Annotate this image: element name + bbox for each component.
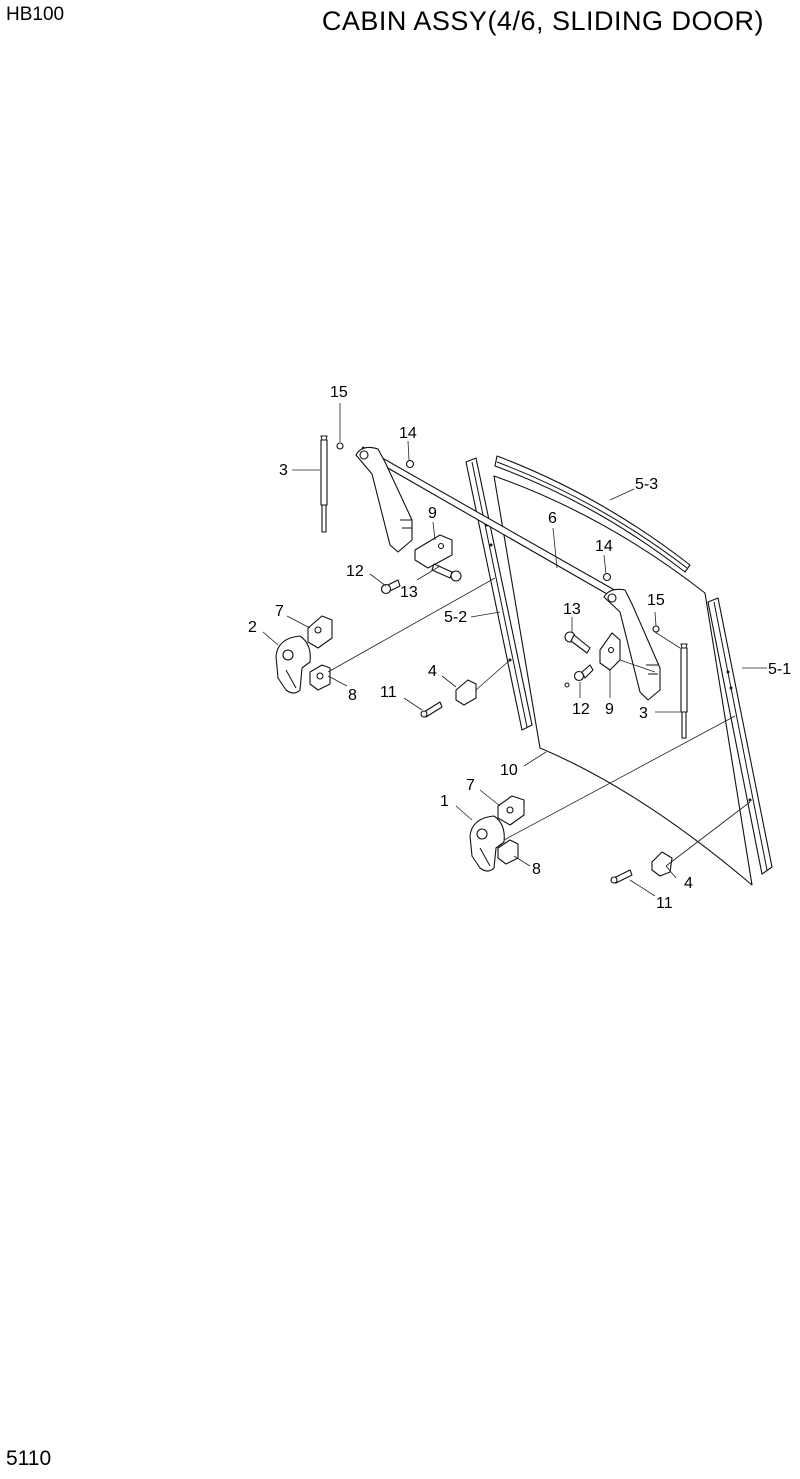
callout-10: 10 <box>500 762 518 779</box>
ring-15-left <box>336 442 344 450</box>
callout-14-right: 14 <box>595 538 613 555</box>
right-rail-part <box>707 597 773 875</box>
callout-4-upper: 4 <box>428 663 437 680</box>
callout-12-left: 12 <box>346 563 364 580</box>
bracket-9-right <box>599 632 621 671</box>
callout-9-right: 9 <box>605 701 614 718</box>
gas-strut-right-part <box>680 643 688 739</box>
callout-6: 6 <box>548 510 557 527</box>
gas-strut-left-part <box>320 435 328 533</box>
upper-rail-part <box>494 455 691 573</box>
stopper-4-upper <box>455 679 477 706</box>
callout-12-right: 12 <box>572 701 590 718</box>
latch-2-part <box>275 635 311 694</box>
bolt-12-left <box>380 579 401 595</box>
bolt-13-right <box>564 631 591 654</box>
screw-11-upper <box>420 701 443 718</box>
callout-13-left: 13 <box>400 584 418 601</box>
callout-9-left: 9 <box>428 505 437 522</box>
stopper-4-lower <box>651 851 673 877</box>
callout-13-right: 13 <box>563 601 581 618</box>
nut-14-right <box>602 572 612 582</box>
callout-1: 1 <box>440 793 449 810</box>
plate-7-lower <box>497 795 525 826</box>
latch-1-part <box>469 815 505 872</box>
callout-11-lower: 11 <box>656 895 673 912</box>
left-upper-bracket-part <box>355 446 413 553</box>
callout-15-right: 15 <box>647 592 665 609</box>
right-upper-bracket-part <box>603 588 661 701</box>
callout-14-left: 14 <box>399 425 417 442</box>
glass-panel-part <box>493 475 753 886</box>
ring-15-right <box>652 625 660 633</box>
callout-5-2: 5-2 <box>444 609 467 626</box>
callout-2: 2 <box>248 619 257 636</box>
callout-7-upper: 7 <box>275 603 284 620</box>
model-code: HB100 <box>6 4 65 25</box>
bolt-12-right <box>564 664 594 688</box>
callout-labels: 15 14 3 9 12 13 7 2 8 5-2 5-3 6 14 13 15… <box>248 384 791 912</box>
leader-lines <box>262 403 767 897</box>
plate-8-upper <box>309 664 331 691</box>
callout-3-left: 3 <box>279 462 288 479</box>
callout-7-lower: 7 <box>466 777 475 794</box>
callout-4-lower: 4 <box>684 875 693 892</box>
plate-8-lower <box>497 839 519 865</box>
callout-11-upper: 11 <box>380 684 397 701</box>
callout-5-1: 5-1 <box>768 661 791 678</box>
plate-7-upper <box>307 615 333 649</box>
callout-15-left: 15 <box>330 384 348 401</box>
screw-11-lower <box>610 869 633 884</box>
nut-14-left <box>405 459 415 469</box>
page-title: CABIN ASSY(4/6, SLIDING DOOR) <box>321 6 764 36</box>
bracket-9-left <box>414 534 453 569</box>
page-number: 5110 <box>6 1447 52 1470</box>
callout-5-3: 5-3 <box>635 476 658 493</box>
callout-3-right: 3 <box>639 705 648 722</box>
callout-8-upper: 8 <box>348 687 357 704</box>
callout-8-lower: 8 <box>532 861 541 878</box>
bolt-13-left <box>431 563 462 582</box>
